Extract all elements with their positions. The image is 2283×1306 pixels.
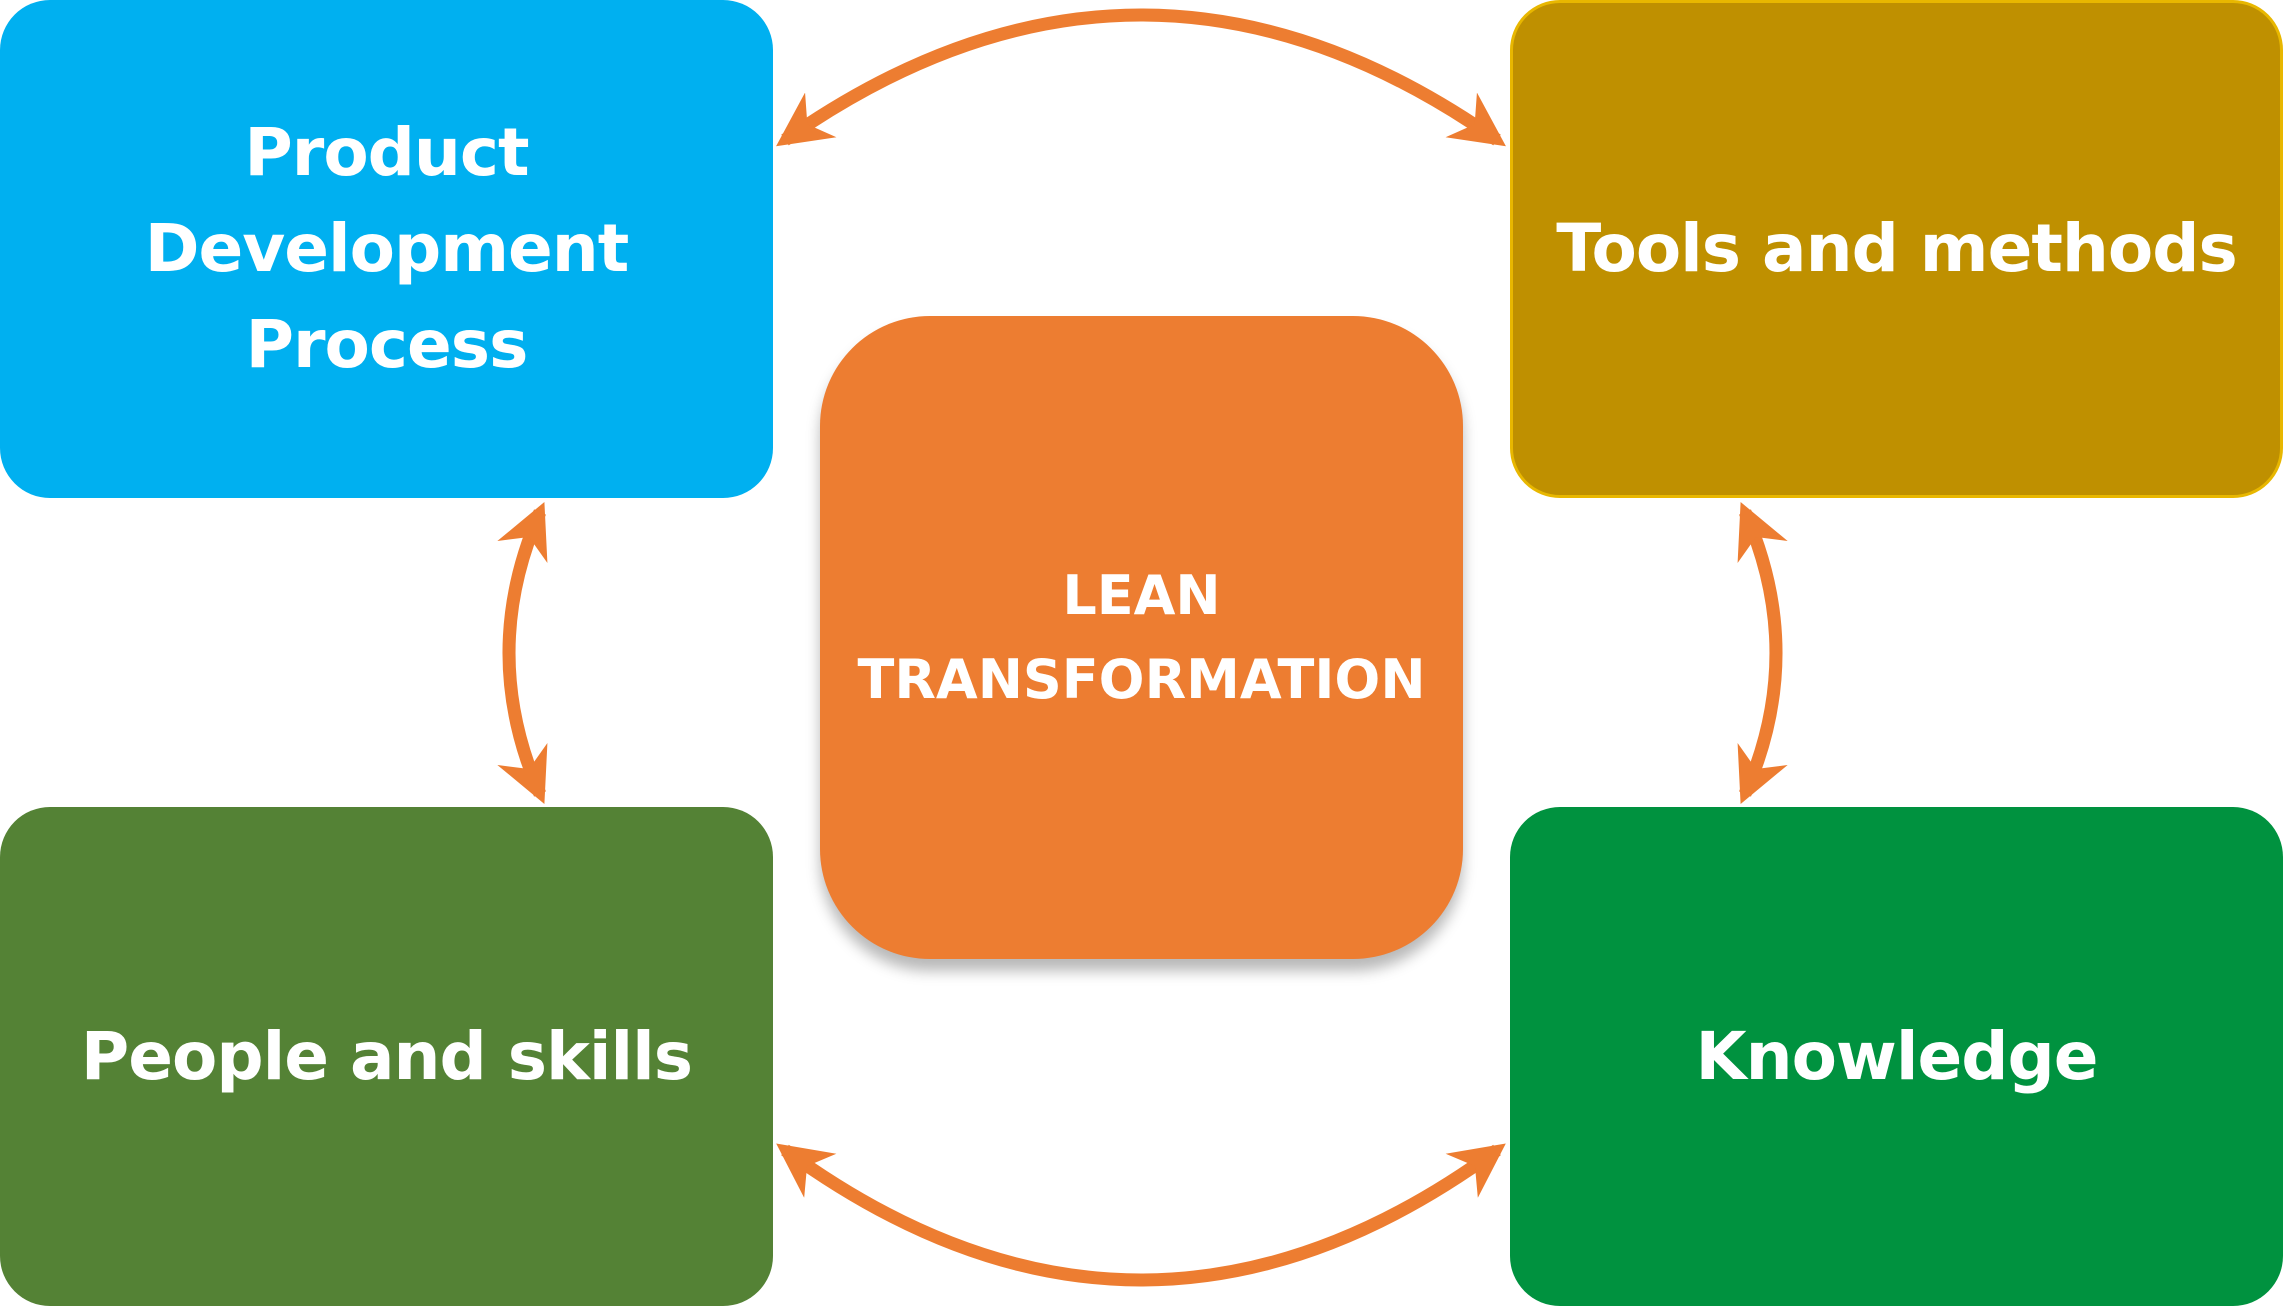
lean-transformation-box: LEAN TRANSFORMATION [820, 316, 1463, 959]
people-and-skills-box: People and skills [0, 807, 773, 1306]
center-label-line-2: TRANSFORMATION [857, 647, 1426, 711]
product-development-process-label: Product Development Process [144, 105, 630, 393]
tools-and-methods-box: Tools and methods [1510, 0, 2283, 498]
connector-people-knowledge [776, 1143, 1506, 1287]
tools-and-methods-label: Tools and methods [1556, 210, 2238, 287]
connector-pdp-tools [776, 8, 1506, 147]
pdp-label-line-3: Process [245, 306, 529, 383]
pdp-label-line-2: Development [144, 210, 630, 287]
product-development-process-box: Product Development Process [0, 0, 773, 498]
pdp-label-line-1: Product [244, 114, 529, 191]
knowledge-box: Knowledge [1510, 807, 2283, 1306]
knowledge-label: Knowledge [1695, 1017, 2098, 1095]
people-and-skills-label: People and skills [80, 1017, 693, 1095]
center-label-line-1: LEAN [1062, 563, 1221, 627]
connector-tools-knowledge [1737, 502, 1788, 804]
lean-transformation-label: LEAN TRANSFORMATION [857, 554, 1425, 722]
connector-pdp-people [497, 502, 548, 804]
